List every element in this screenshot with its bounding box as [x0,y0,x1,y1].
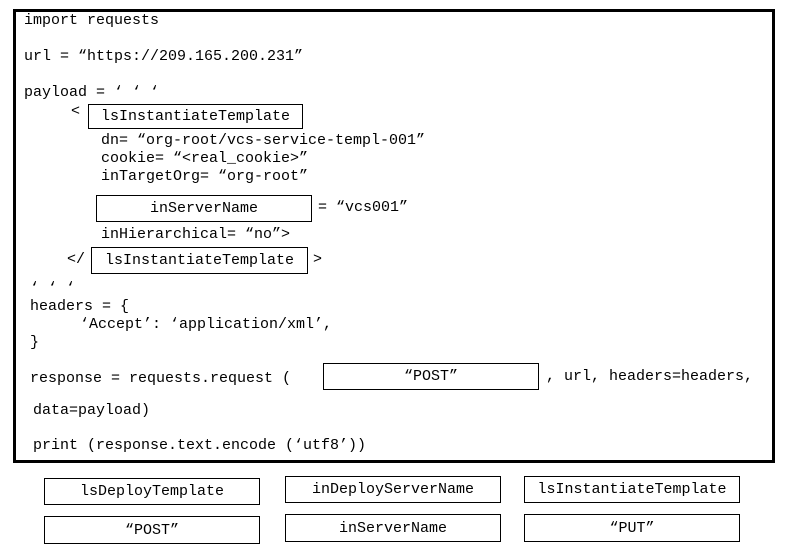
drop-target-1-value: lsInstantiateTemplate [100,107,291,125]
code-line-url: url = “https://209.165.200.231” [24,48,304,65]
drop-target-3-value: lsInstantiateTemplate [104,251,295,269]
code-close-lt: </ [67,251,86,268]
code-line-response-suffix: , url, headers=headers, [546,368,754,385]
code-line-payload: payload = ‘ ‘ ‘ [24,84,160,101]
option-label: “PUT” [609,519,655,537]
drop-target-4[interactable]: “POST” [323,363,539,390]
code-close-gt: > [313,251,323,268]
code-line-headers: headers = { [30,298,130,315]
code-line-response-prefix: response = requests.request ( [30,370,292,387]
option-post[interactable]: “POST” [44,516,260,544]
code-line-target-org: inTargetOrg= “org-root” [101,168,309,185]
option-label: inServerName [338,519,448,537]
code-line-cookie: cookie= “<real_cookie>” [101,150,309,167]
option-put[interactable]: “PUT” [524,514,740,542]
drop-target-4-value: “POST” [403,367,458,385]
option-ls-instantiate-template[interactable]: lsInstantiateTemplate [524,476,740,503]
option-label: lsDeployTemplate [79,483,225,500]
drop-target-1[interactable]: lsInstantiateTemplate [88,104,303,129]
drop-target-2-value: inServerName [149,199,259,217]
drop-target-2[interactable]: inServerName [96,195,312,222]
option-label: inDeployServerName [311,481,475,498]
code-line-accept: ‘Accept’: ‘application/xml’, [80,316,333,333]
code-open-lt: < [71,103,81,120]
drop-target-3[interactable]: lsInstantiateTemplate [91,247,308,274]
code-line-server-suffix: = “vcs001” [318,199,409,216]
option-label: lsInstantiateTemplate [537,481,727,498]
code-line-dn: dn= “org-root/vcs-service-templ-001” [101,132,426,149]
option-in-server-name[interactable]: inServerName [285,514,501,542]
option-label: “POST” [124,521,179,539]
code-panel [13,9,775,463]
option-in-deploy-server-name[interactable]: inDeployServerName [285,476,501,503]
code-line-quotes: ‘ ‘ ‘ [30,280,76,297]
code-line-brace: } [30,334,40,351]
code-line-data: data=payload) [33,402,151,419]
code-line-hierarchical: inHierarchical= “no”> [101,226,291,243]
option-ls-deploy-template[interactable]: lsDeployTemplate [44,478,260,505]
code-line-import: import requests [24,12,160,29]
code-line-print: print (response.text.encode (‘utf8’)) [33,437,367,454]
